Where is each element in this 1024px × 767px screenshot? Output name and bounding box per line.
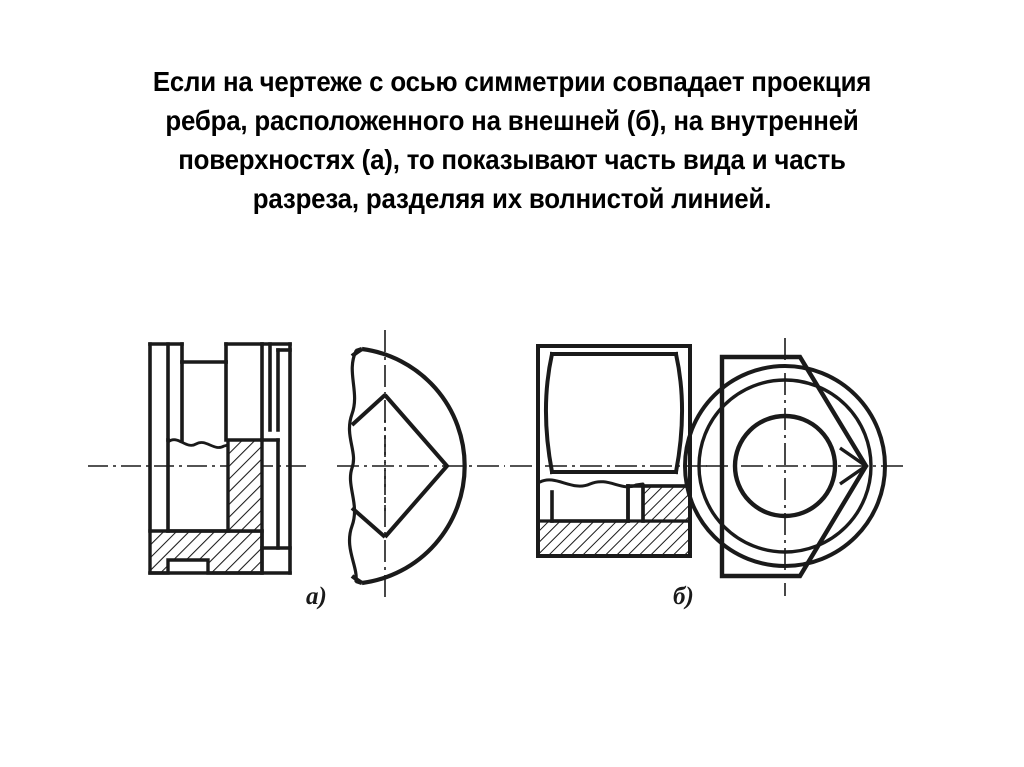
caption-line-2: ребра, расположенного на внешней (б), на… [165, 105, 859, 136]
contour-b-body [536, 344, 692, 558]
caption-block: Если на чертеже с осью симметрии совпада… [50, 62, 974, 218]
hexagon-outline [719, 354, 869, 579]
wavy-split-line-b [538, 478, 645, 489]
technical-drawing-figure [0, 300, 1024, 640]
rib-projection-triangle [839, 446, 869, 486]
wavy-split-line-a-circular [347, 349, 358, 583]
caption-line-3: поверхностях (а), то показывают часть ви… [178, 144, 846, 175]
concentric-circles-b [683, 364, 887, 568]
wavy-split-line-a [166, 438, 230, 449]
technical-drawing-svg [88, 330, 905, 600]
contour-a-upper [148, 342, 292, 575]
view-b-hexagon [683, 338, 905, 596]
center-axis-a-circular [337, 330, 505, 600]
caption-line-4: разреза, разделяя их волнистой линией. [252, 183, 772, 214]
view-a-section [88, 342, 310, 575]
figure-label-b: б) [673, 583, 694, 610]
figure-label-a: а) [306, 583, 327, 610]
view-a-circular [337, 330, 505, 600]
rib-projection-diamond [350, 393, 450, 539]
view-b-section [510, 344, 712, 558]
caption-line-1: Если на чертеже с осью симметрии совпада… [152, 66, 872, 97]
contour-b-lower [550, 484, 692, 523]
contour-a-lower [148, 438, 292, 575]
